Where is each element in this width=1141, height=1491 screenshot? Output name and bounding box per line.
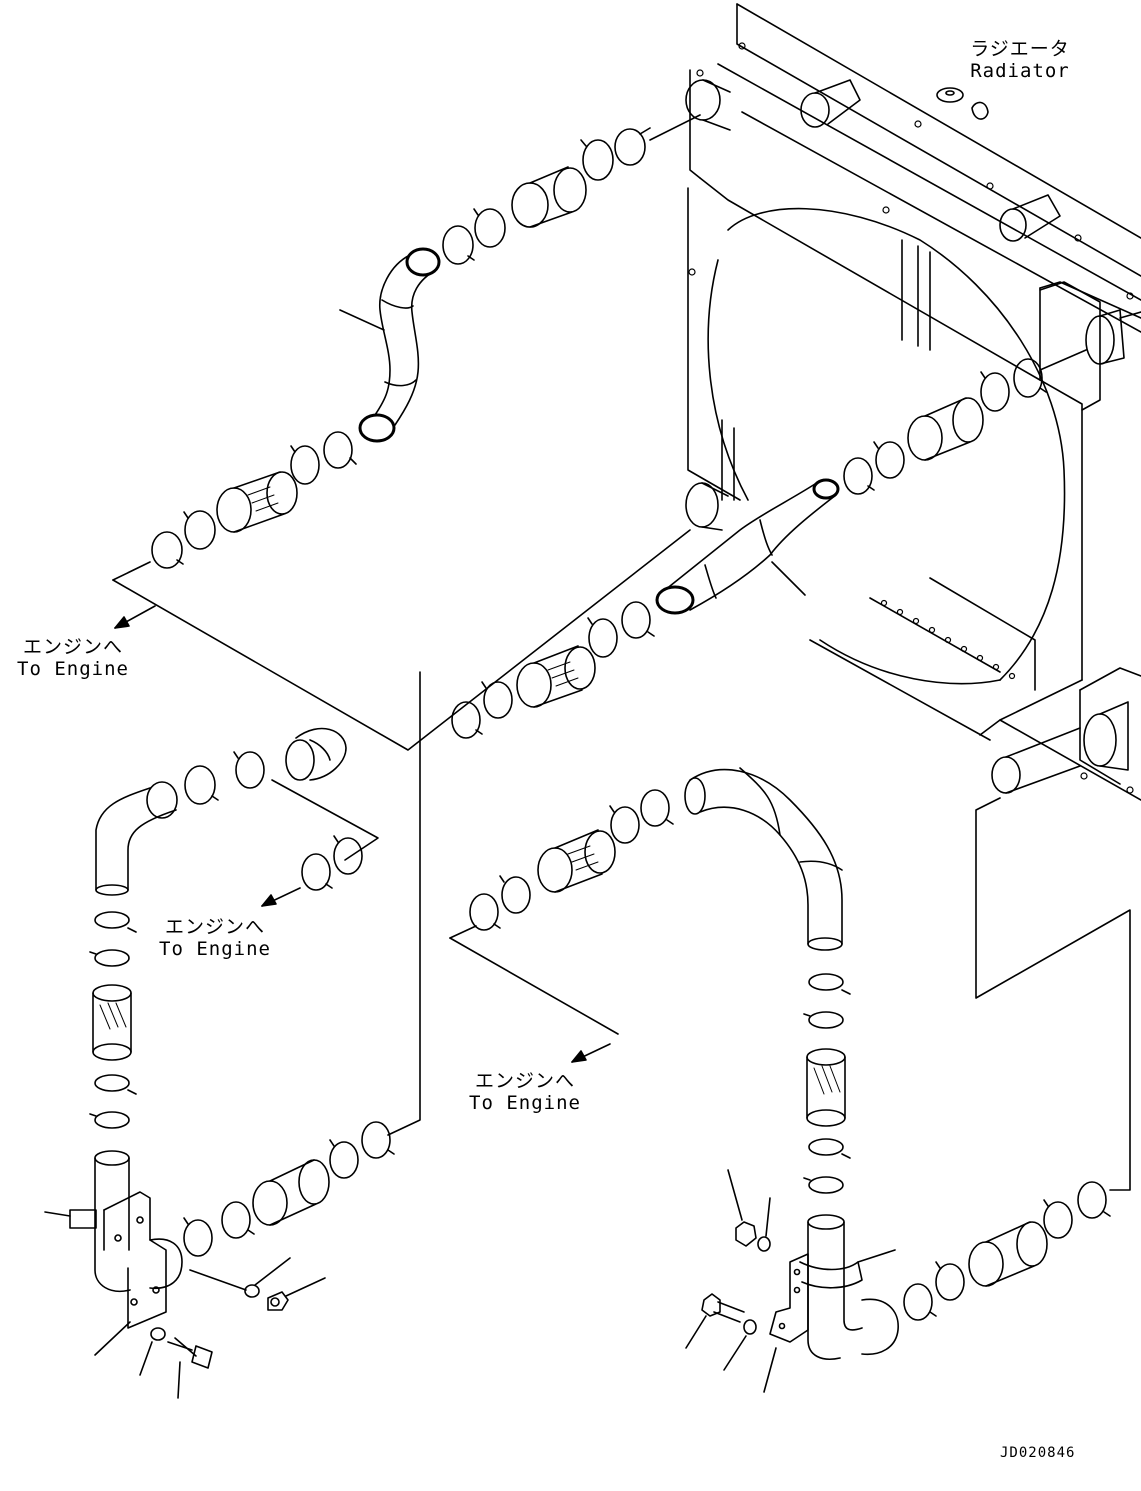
- right-lower-assembly: [449, 767, 1131, 1393]
- to-engine-label-3-jp: エンジンへ: [474, 1070, 575, 1092]
- radiator-body: [685, 3, 1141, 801]
- to-engine-label-2-jp: エンジンへ: [164, 916, 265, 938]
- left-lower-assembly: [44, 727, 395, 1399]
- to-engine-label-3-en: To Engine: [469, 1092, 581, 1114]
- to-engine-label-3: エンジンへ To Engine: [460, 1070, 590, 1114]
- to-engine-label-2-en: To Engine: [159, 938, 271, 960]
- to-engine-label-1-en: To Engine: [17, 658, 129, 680]
- to-engine-label-1-jp: エンジンへ: [22, 636, 123, 658]
- radiator-label-jp: ラジエータ: [970, 38, 1070, 60]
- drawing-code: JD020846: [1000, 1445, 1076, 1461]
- to-engine-label-2: エンジンへ To Engine: [150, 916, 280, 960]
- middle-hose-chain: [387, 349, 1087, 1136]
- upper-hose-chain: [112, 114, 701, 751]
- radiator-label-en: Radiator: [970, 60, 1070, 82]
- radiator-label: ラジエータ Radiator: [960, 38, 1080, 82]
- to-engine-label-1: エンジンへ To Engine: [8, 636, 138, 680]
